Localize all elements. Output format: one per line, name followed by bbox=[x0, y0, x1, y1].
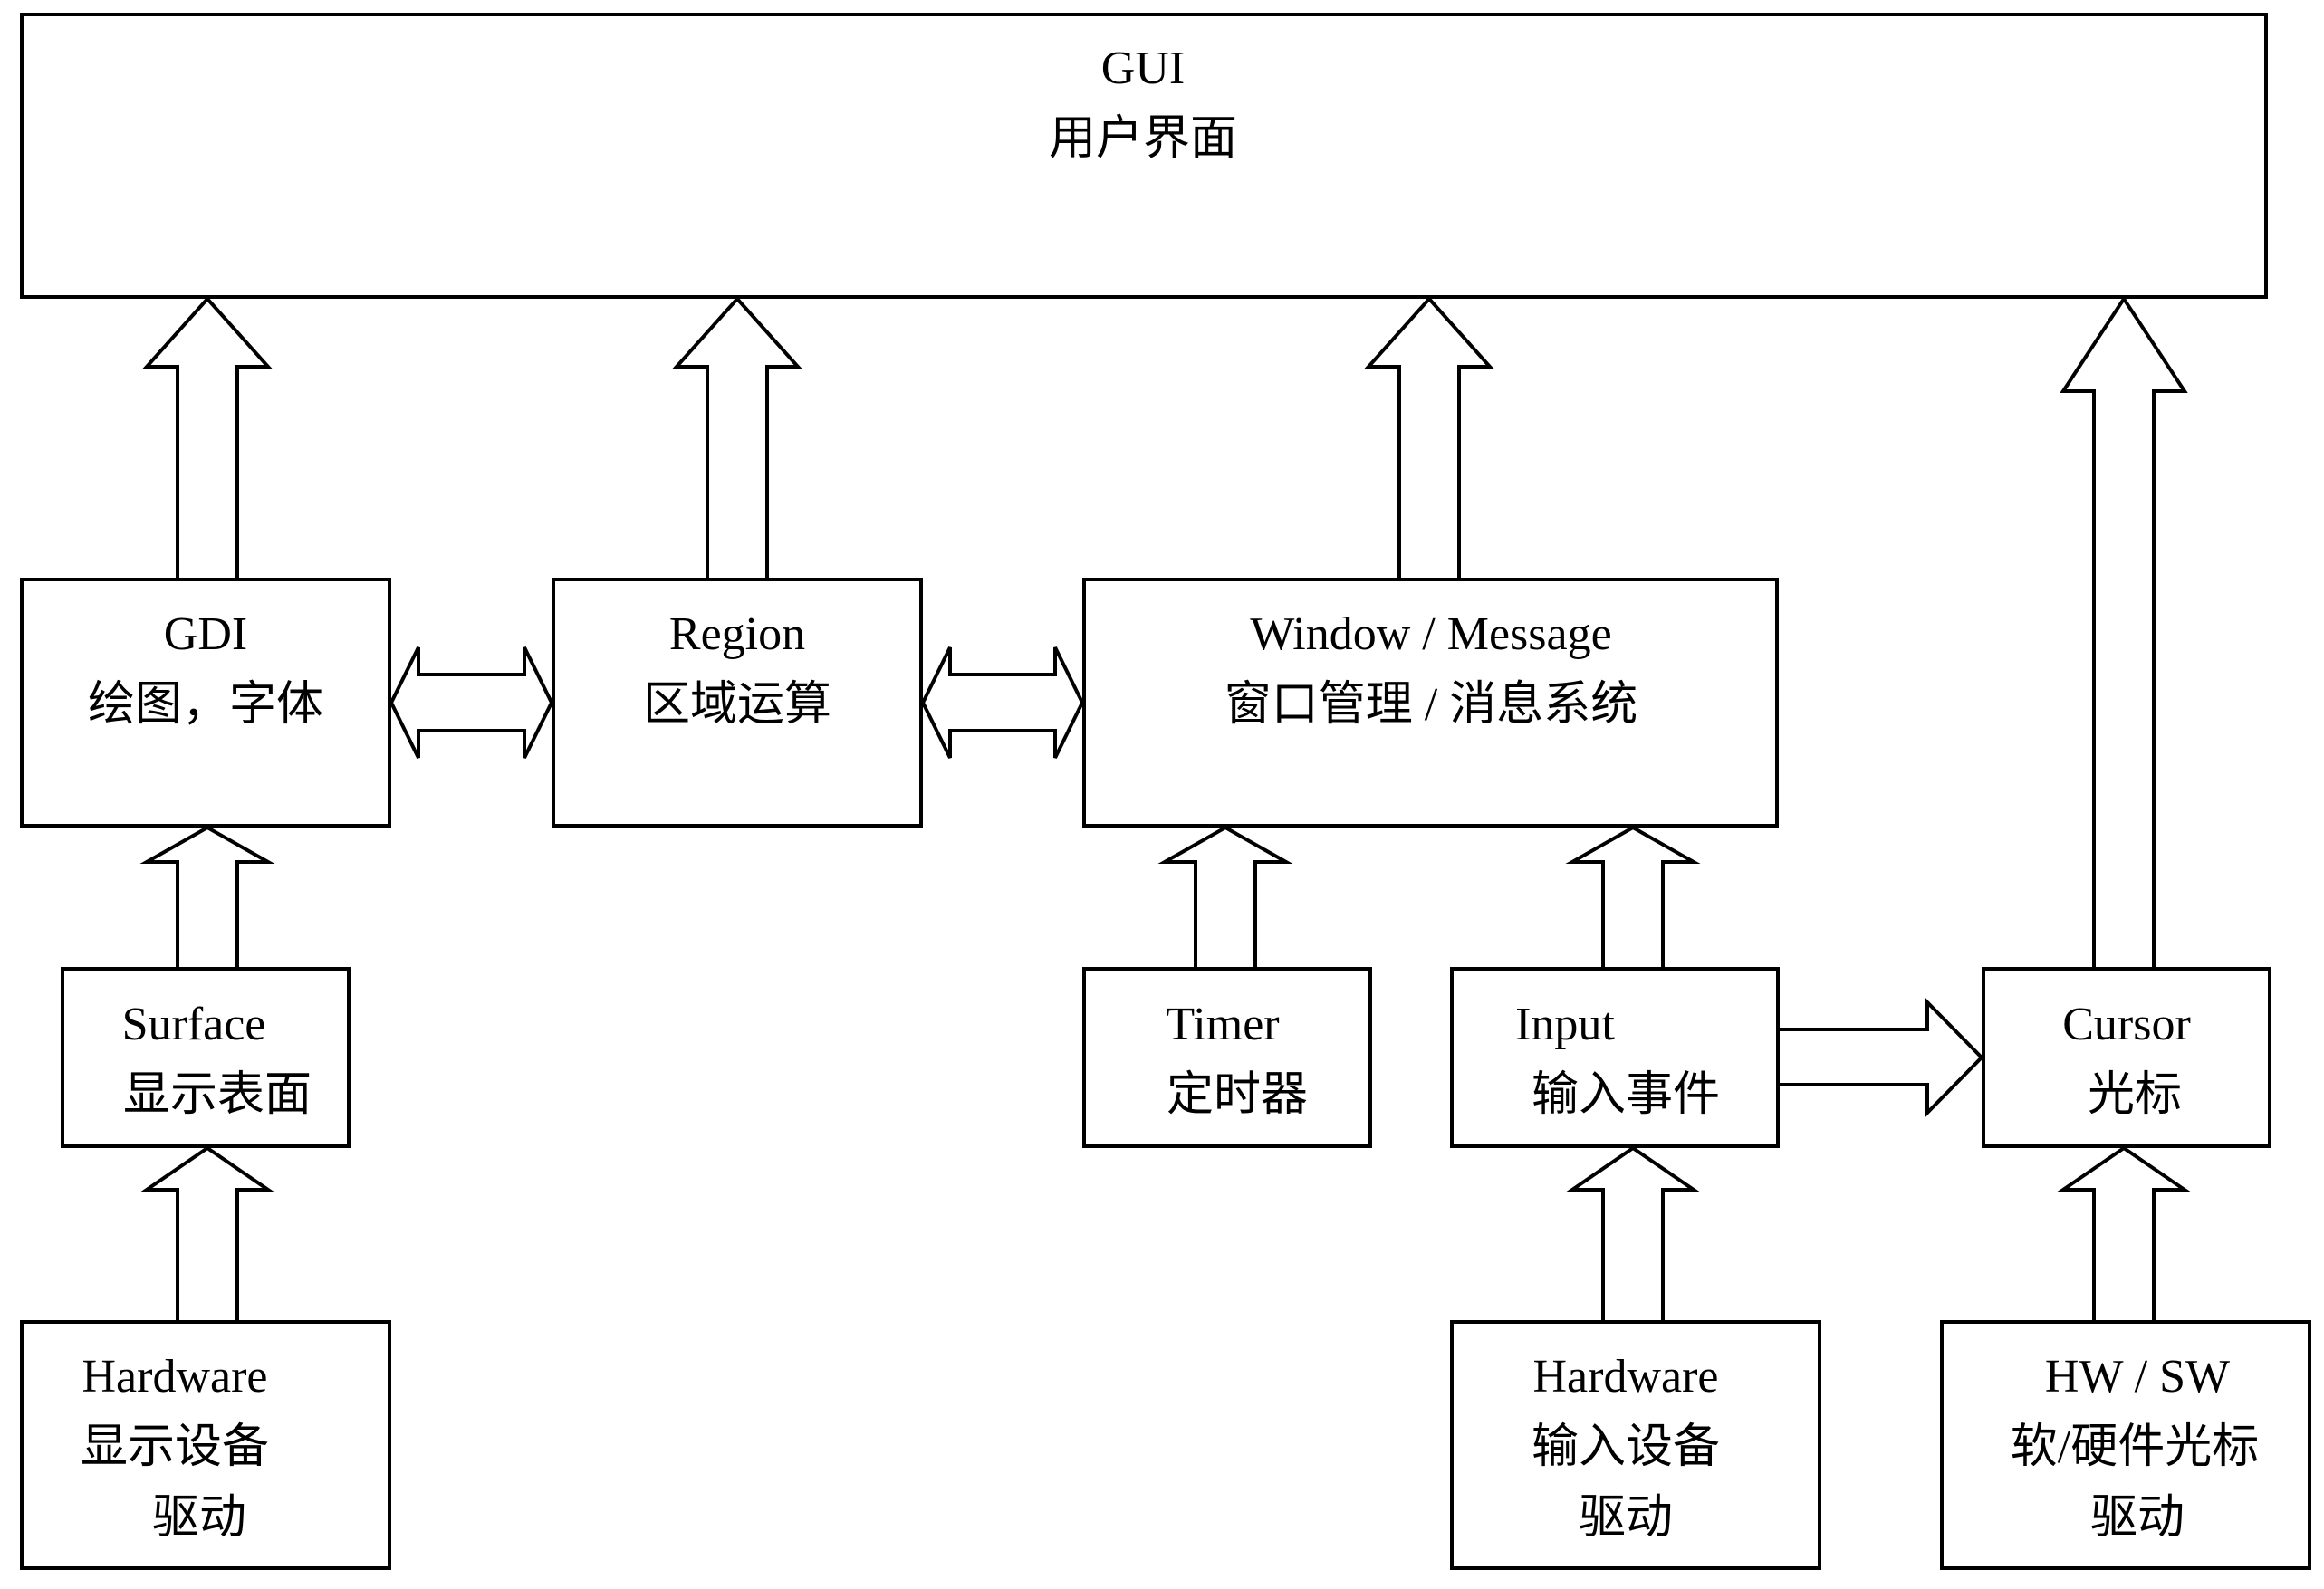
surface-subtitle: 显示表面 bbox=[123, 1069, 312, 1121]
arrow-input-to-window bbox=[1565, 825, 1701, 971]
cursor-title: Cursor bbox=[2062, 999, 2191, 1050]
input-box bbox=[1450, 967, 1780, 1148]
gui-title: GUI bbox=[1101, 43, 1185, 94]
window-subtitle: 窗口管理 / 消息系统 bbox=[1224, 679, 1637, 731]
hw-cursor-subtitle: 软/硬件光标 bbox=[2011, 1421, 2259, 1473]
arrow-region-window-bidirectional bbox=[920, 646, 1085, 759]
hw-display-box bbox=[20, 1320, 391, 1570]
input-subtitle: 输入事件 bbox=[1532, 1069, 1720, 1121]
arrow-window-to-gui bbox=[1364, 295, 1494, 581]
hw-cursor-driver: 驱动 bbox=[2090, 1492, 2185, 1544]
arrow-timer-to-window bbox=[1157, 825, 1293, 971]
gdi-subtitle: 绘图，字体 bbox=[88, 679, 323, 731]
gui-subtitle: 用户界面 bbox=[1049, 113, 1237, 165]
hw-cursor-title: HW / SW bbox=[2045, 1351, 2230, 1402]
gui-box bbox=[20, 13, 2268, 299]
hw-display-driver: 驱动 bbox=[152, 1492, 246, 1544]
arrow-hwcursor-to-cursor bbox=[2057, 1145, 2191, 1324]
window-message-box bbox=[1082, 578, 1779, 828]
window-title: Window / Message bbox=[1250, 608, 1611, 660]
arrow-hwinput-to-input bbox=[1566, 1145, 1700, 1324]
arrow-surface-to-gdi bbox=[139, 825, 275, 971]
arrow-region-to-gui bbox=[672, 295, 802, 581]
hw-cursor-box bbox=[1940, 1320, 2311, 1570]
timer-subtitle: 定时器 bbox=[1167, 1069, 1308, 1121]
arrow-hwdisplay-to-surface bbox=[140, 1145, 274, 1324]
arrow-gdi-to-gui bbox=[142, 295, 273, 581]
hw-display-subtitle: 显示设备 bbox=[81, 1421, 269, 1473]
hw-input-subtitle: 输入设备 bbox=[1532, 1421, 1720, 1473]
hw-input-title: Hardware bbox=[1533, 1351, 1719, 1402]
arrow-cursor-to-gui bbox=[2060, 295, 2188, 971]
timer-title: Timer bbox=[1166, 999, 1279, 1050]
arrow-input-to-cursor bbox=[1776, 998, 1984, 1117]
surface-title: Surface bbox=[122, 999, 266, 1050]
gdi-box bbox=[20, 578, 391, 828]
surface-box bbox=[61, 967, 351, 1148]
cursor-subtitle: 光标 bbox=[2088, 1069, 2182, 1121]
region-title: Region bbox=[669, 608, 805, 660]
timer-box bbox=[1082, 967, 1372, 1148]
hw-input-driver: 驱动 bbox=[1579, 1492, 1673, 1544]
arrow-gdi-region-bidirectional bbox=[389, 646, 554, 759]
gdi-title: GDI bbox=[164, 608, 247, 660]
hw-display-title: Hardware bbox=[82, 1351, 268, 1402]
input-title: Input bbox=[1515, 999, 1615, 1050]
region-subtitle: 区域运算 bbox=[643, 679, 831, 731]
hw-input-box bbox=[1450, 1320, 1821, 1570]
